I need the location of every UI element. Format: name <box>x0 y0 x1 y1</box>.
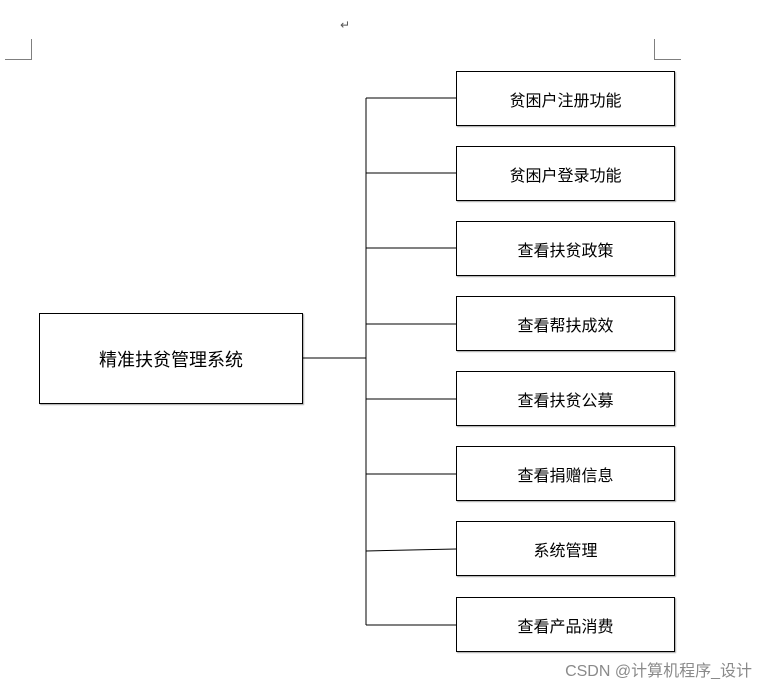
child-node-label: 贫困户登录功能 <box>509 165 622 185</box>
child-node-4: 查看帮扶成效 <box>456 296 675 351</box>
child-node-label: 查看产品消费 <box>517 616 614 636</box>
root-node: 精准扶贫管理系统 <box>39 313 303 404</box>
branch-line-7 <box>365 548 457 552</box>
root-node-label: 精准扶贫管理系统 <box>99 349 243 371</box>
page-corner-mark-top-left <box>5 39 32 60</box>
paragraph-mark-icon: ↵ <box>340 18 351 32</box>
child-node-label: 系统管理 <box>533 540 598 560</box>
child-node-5: 查看扶贫公募 <box>456 371 675 426</box>
child-node-8: 查看产品消费 <box>456 597 675 652</box>
child-node-1: 贫困户注册功能 <box>456 71 675 126</box>
child-node-3: 查看扶贫政策 <box>456 221 675 276</box>
watermark: CSDN @计算机程序_设计 <box>565 663 752 680</box>
page-corner-mark-top-right <box>654 39 681 60</box>
child-node-label: 查看扶贫公募 <box>517 390 614 410</box>
child-node-label: 贫困户注册功能 <box>509 90 622 110</box>
child-node-2: 贫困户登录功能 <box>456 146 675 201</box>
child-node-7: 系统管理 <box>456 521 675 576</box>
child-node-6: 查看捐赠信息 <box>456 446 675 501</box>
child-node-label: 查看帮扶成效 <box>517 315 614 335</box>
child-node-label: 查看捐赠信息 <box>517 465 614 485</box>
child-node-label: 查看扶贫政策 <box>517 240 614 260</box>
